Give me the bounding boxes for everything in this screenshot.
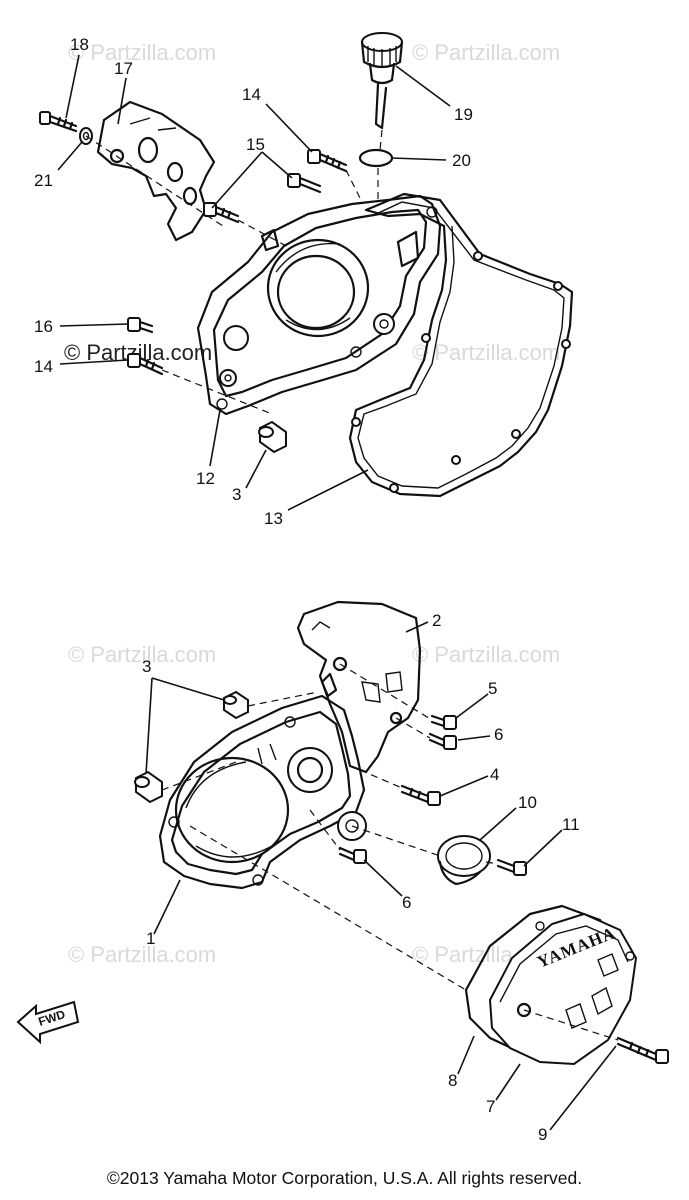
bolt-part [307, 149, 348, 173]
watermark: © Partzilla.com [412, 642, 560, 667]
callout-label: 21 [34, 171, 53, 190]
watermark: © Partzilla.com [68, 40, 216, 65]
leader-lines [145, 621, 617, 1131]
bolt-part [616, 1036, 669, 1064]
oil-cap-part [360, 32, 404, 130]
alignment-lines [161, 663, 619, 1041]
bolt-part [203, 202, 240, 224]
callout-label: 11 [562, 815, 580, 834]
bracket-part [96, 100, 216, 242]
dowel-pin-part [258, 420, 287, 454]
cap-part [437, 835, 491, 886]
callout-label: 1 [146, 929, 155, 948]
callout-label: 14 [242, 85, 261, 104]
callout-label: 17 [114, 59, 133, 78]
bolt-part [127, 353, 164, 376]
callout-label: 13 [264, 509, 283, 528]
watermark: © Partzilla.com [412, 340, 560, 365]
callout-label: 3 [232, 485, 241, 504]
callouts: 18 17 14 19 15 20 21 16 14 12 3 13 2 3 5… [34, 35, 580, 1144]
leader-lines [57, 54, 451, 511]
gasket-part [348, 192, 574, 498]
callout-label: 6 [402, 893, 411, 912]
bolt-part [39, 111, 78, 133]
watermark: © Partzilla.com [68, 642, 216, 667]
dowel-pin-part [223, 690, 249, 720]
plate-part [296, 600, 422, 774]
callout-label: 18 [70, 35, 89, 54]
dowel-pin-part [134, 770, 163, 804]
generator-cover-part: YAMAHA [488, 912, 638, 1066]
bolt-part [496, 858, 527, 876]
watermark: © Partzilla.com [68, 942, 216, 967]
bolt-part [400, 784, 441, 806]
watermark: © Partzilla.com [412, 40, 560, 65]
callout-label: 3 [142, 657, 151, 676]
alignment-lines [85, 129, 383, 415]
callout-label: 14 [34, 357, 53, 376]
callout-label: 10 [518, 793, 537, 812]
callout-label: 9 [538, 1125, 547, 1144]
bolt-part [428, 732, 457, 750]
callout-label: 7 [486, 1097, 495, 1116]
clutch-cover-part [158, 672, 367, 890]
callout-label: 16 [34, 317, 53, 336]
callout-label: 5 [488, 679, 497, 698]
callout-label: 8 [448, 1071, 457, 1090]
callout-label: 4 [490, 765, 499, 784]
callout-label: 15 [246, 135, 265, 154]
callout-label: 6 [494, 725, 503, 744]
callout-label: 12 [196, 469, 215, 488]
bolt-part [338, 846, 367, 864]
bolt-part [287, 173, 322, 194]
crankcase-cover-part [196, 194, 442, 416]
bolt-part [127, 317, 154, 334]
callout-label: 20 [452, 151, 471, 170]
callout-label: 2 [432, 611, 441, 630]
o-ring-part [358, 148, 394, 168]
callout-label: 19 [454, 105, 473, 124]
fwd-arrow-icon: FWD [16, 1000, 80, 1045]
bolt-part [430, 714, 457, 730]
copyright-notice: ©2013 Yamaha Motor Corporation, U.S.A. A… [106, 1168, 583, 1188]
watermarks: © Partzilla.com © Partzilla.com © Partzi… [64, 40, 560, 967]
